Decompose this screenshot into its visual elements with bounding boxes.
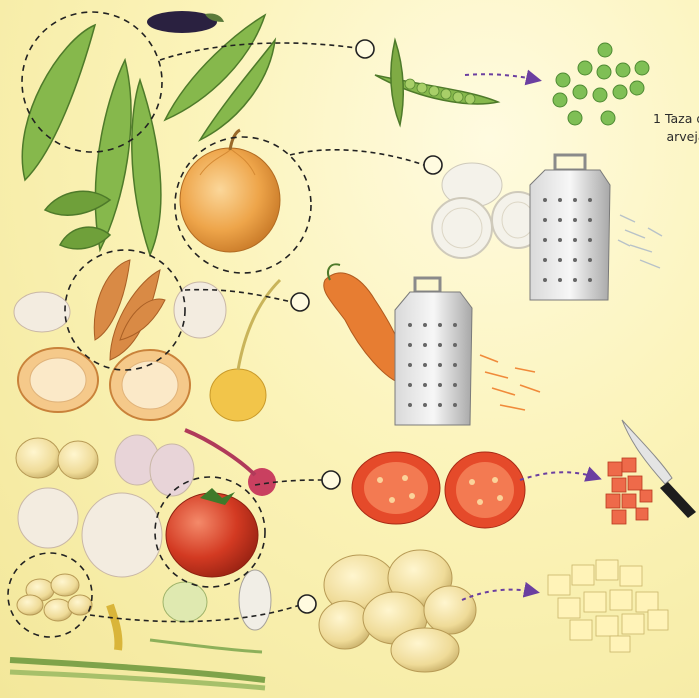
pea-pod-step: [375, 40, 538, 125]
diced-potato-icon: [548, 560, 668, 652]
tomato-icon: [166, 488, 258, 577]
potato-icon: [319, 550, 476, 672]
turnip-icon: [210, 369, 266, 421]
grater-icon: [395, 278, 472, 425]
diced-tomato-icon: [606, 458, 652, 524]
onion-slice-step: [432, 163, 544, 258]
grated-onion-shreds: [618, 215, 662, 268]
onion-half-icon: [18, 348, 190, 420]
carrot-icon: [94, 260, 165, 360]
caption-line-1: 1 Taza de: [622, 110, 699, 128]
onion-icon: [180, 130, 280, 252]
tomato-half-icon: [352, 452, 525, 528]
carrot-grate-step: [324, 264, 406, 385]
vegetable-collage: [8, 11, 311, 688]
grated-carrot-shreds: [480, 355, 540, 410]
caption-line-2: arvejas: [622, 128, 699, 146]
peas-quantity-caption: 1 Taza de arvejas: [622, 110, 699, 146]
grater-icon: [530, 155, 610, 300]
